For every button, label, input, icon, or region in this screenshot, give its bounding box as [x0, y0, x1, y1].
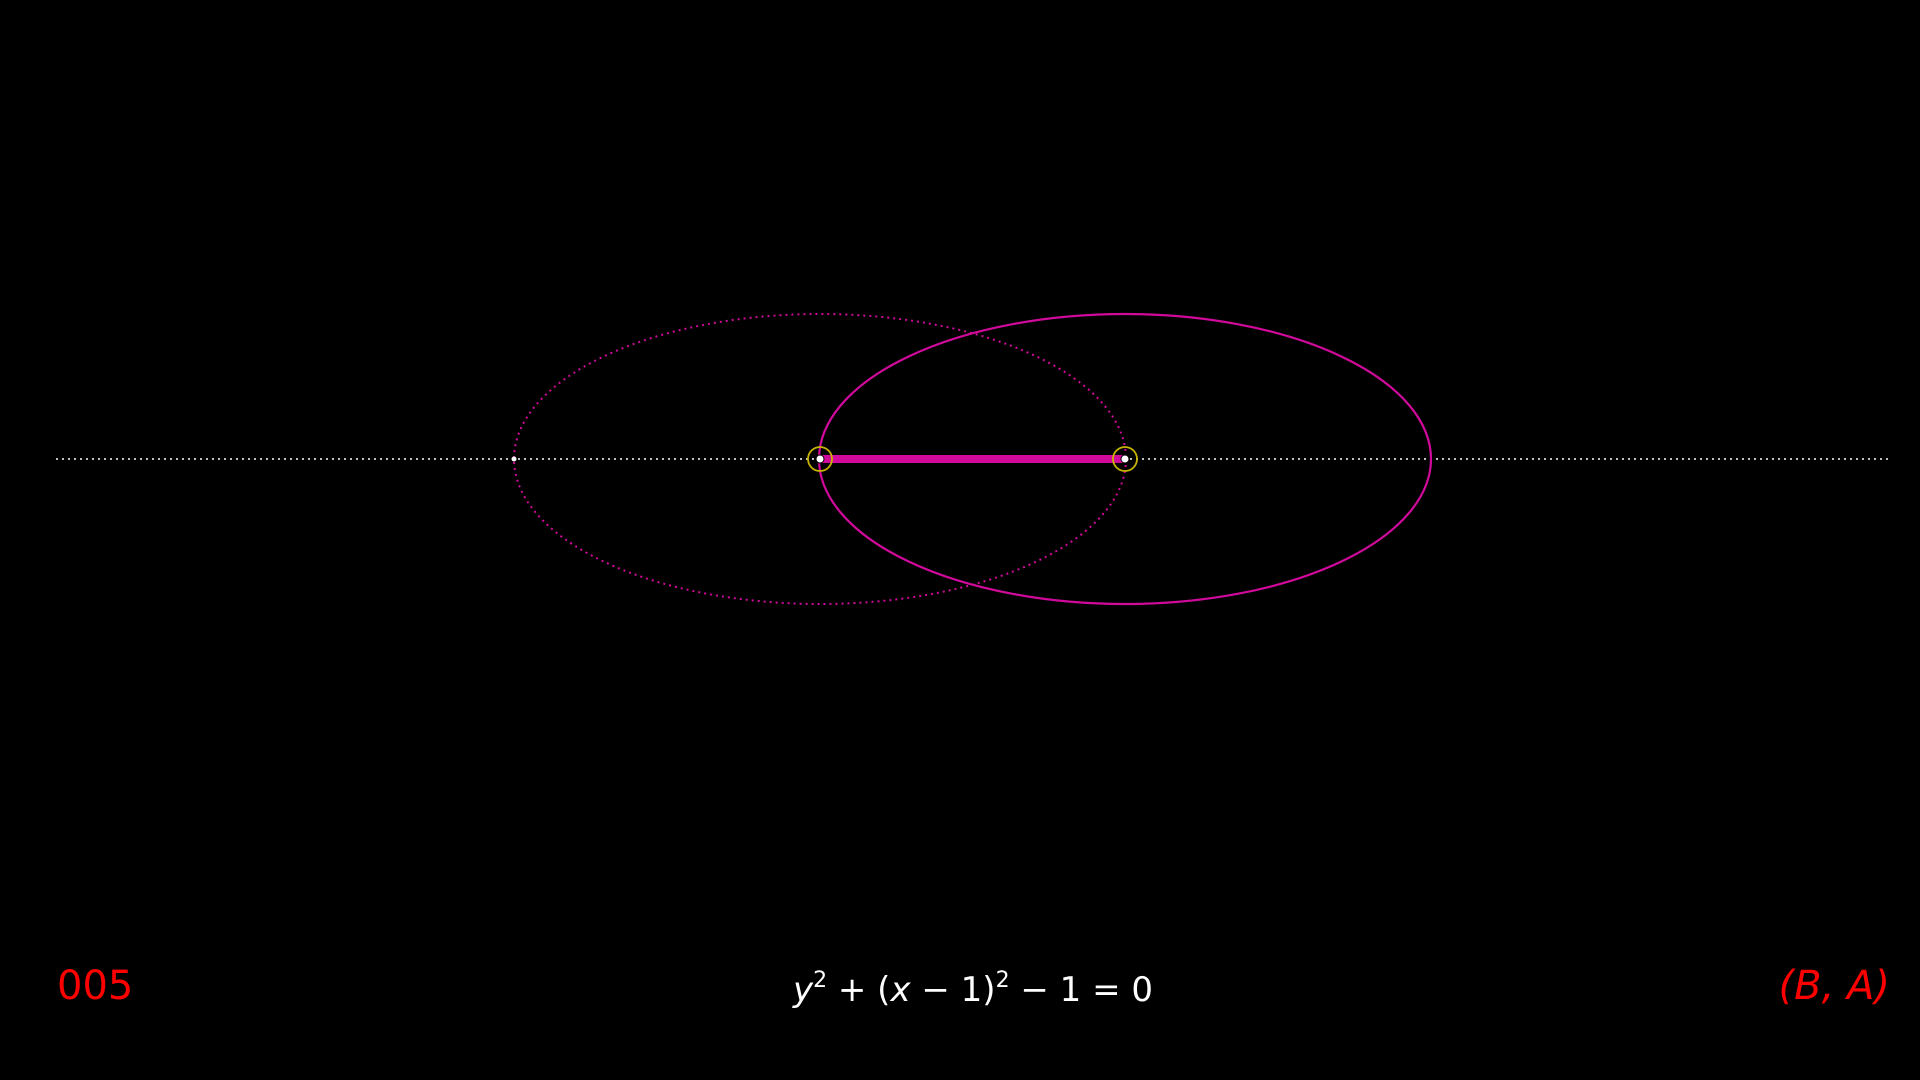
equation-plus: + (	[827, 970, 891, 1010]
equation-minus-one: − 1)	[910, 970, 996, 1010]
equation-var-y: y	[792, 970, 814, 1010]
equation-label: y2 + (x − 1)2 − 1 = 0	[0, 966, 1920, 1014]
equation-tail: − 1 = 0	[1009, 970, 1154, 1010]
frame-number-label: 005	[57, 963, 134, 1009]
ring-dot-icon	[807, 446, 833, 472]
left-vertex-point	[511, 456, 517, 462]
equation-exponent-1: 2	[813, 968, 828, 993]
focus-point-b	[1120, 454, 1130, 464]
pair-label: (B, A)	[1778, 963, 1890, 1009]
focus-point-a	[815, 454, 825, 464]
equation-var-x: x	[890, 970, 911, 1010]
equation-exponent-2: 2	[995, 968, 1010, 993]
ring-dot-icon	[1112, 446, 1138, 472]
focus-marker-a	[807, 446, 833, 472]
focus-marker-b	[1112, 446, 1138, 472]
